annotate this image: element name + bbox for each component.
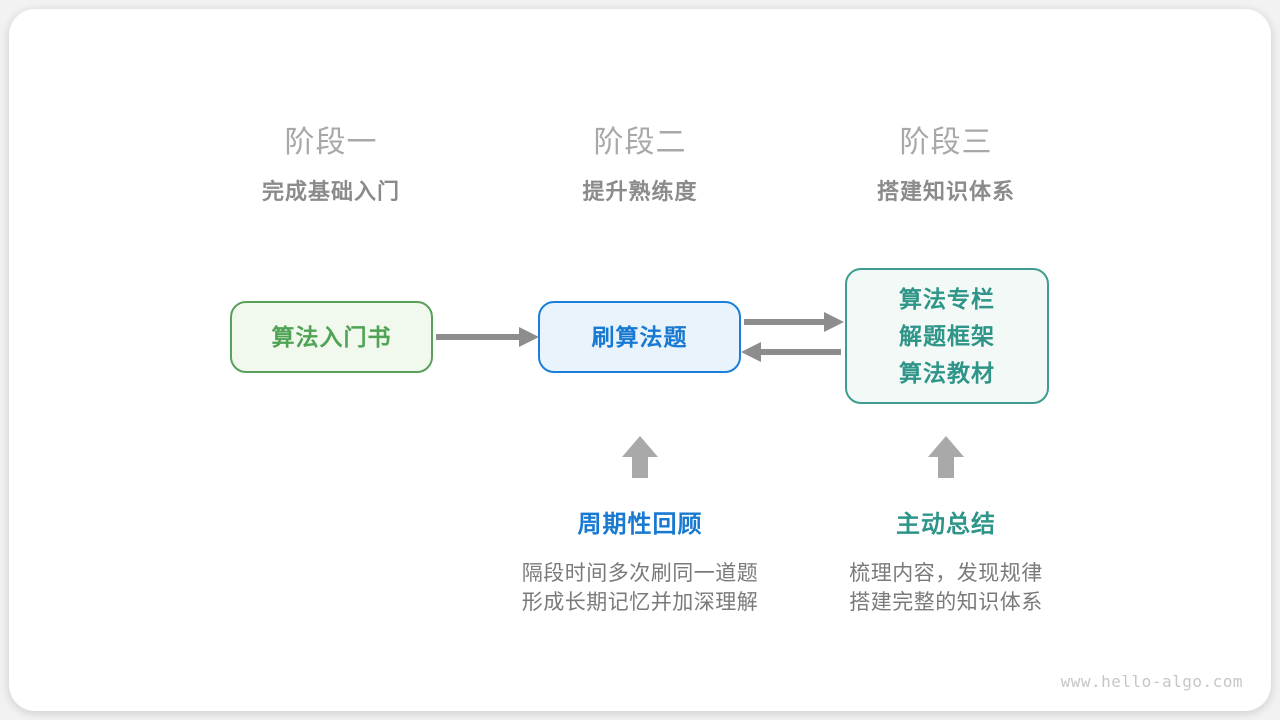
node-practice-problems-label: 刷算法题 — [591, 323, 688, 350]
node-practice-problems: 刷算法题 — [538, 301, 741, 373]
node-advanced-resources-line-3: 算法教材 — [899, 359, 995, 386]
stage-3-title: 阶段三 — [899, 126, 993, 159]
node-advanced-resources-line-1: 算法专栏 — [899, 285, 995, 312]
note-review-title: 周期性回顾 — [577, 511, 703, 538]
stage-3-subtitle: 搭建知识体系 — [876, 179, 1015, 204]
note-review-description: 隔段时间多次刷同一道题 形成长期记忆并加深理解 — [470, 559, 810, 617]
stage-3-header: 阶段三 搭建知识体系 — [786, 126, 1106, 204]
stage-1-header: 阶段一 完成基础入门 — [171, 126, 491, 204]
stage-2-subtitle: 提升熟练度 — [582, 179, 698, 204]
note-review-desc-line-1: 隔段时间多次刷同一道题 — [521, 562, 759, 585]
note-summary-description: 梳理内容，发现规律 搭建完整的知识体系 — [776, 559, 1116, 617]
watermark-url: www.hello-algo.com — [1060, 672, 1243, 691]
node-intro-book-label: 算法入门书 — [271, 323, 392, 350]
node-advanced-resources-line-2: 解题框架 — [899, 322, 995, 349]
stage-1-title: 阶段一 — [284, 126, 378, 159]
stage-2-header: 阶段二 提升熟练度 — [480, 126, 800, 204]
stage-1-subtitle: 完成基础入门 — [261, 179, 400, 204]
note-summary-title: 主动总结 — [896, 511, 996, 538]
note-summary-desc-line-1: 梳理内容，发现规律 — [849, 562, 1043, 585]
node-advanced-resources: 算法专栏 解题框架 算法教材 — [845, 268, 1049, 404]
stage-2-title: 阶段二 — [593, 126, 687, 159]
note-summary-desc-line-2: 搭建完整的知识体系 — [849, 591, 1043, 614]
node-intro-book: 算法入门书 — [230, 301, 433, 373]
note-review-desc-line-2: 形成长期记忆并加深理解 — [521, 591, 759, 614]
